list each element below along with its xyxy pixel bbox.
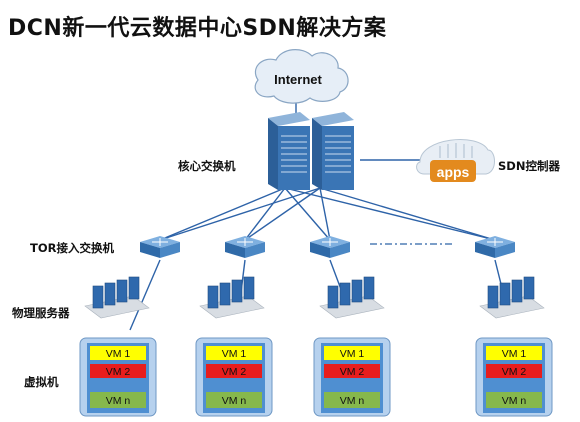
vm-block-1 [90,346,146,360]
vm-group [195,337,273,417]
controller-badge: apps [437,164,470,180]
link-core-tor [319,187,331,241]
vm-group [313,337,391,417]
tor-switch-icon [225,236,265,258]
vm-label: VM 1 [106,348,131,360]
tor-switch-label: TOR接入交换机 [30,241,114,255]
vm-block-1 [206,346,262,360]
tor-switch-icon [475,236,515,258]
vm-block-n [324,392,380,408]
vm-block-2 [324,364,380,378]
vm-group [475,337,553,417]
server-group-icon [479,276,545,319]
vm-label: VM 1 [502,348,527,360]
link-tor-server [129,259,161,331]
server-group-icon [84,276,150,319]
server-group-icon [319,276,385,319]
link-core-tor [284,187,331,241]
vm-label: VM 2 [106,366,131,378]
core-switch-label: 核心交换机 [178,159,236,173]
vm-label: VM 2 [502,366,527,378]
link-core-tor [244,187,286,241]
vm-label: VM 1 [340,348,365,360]
core-switch-icon [312,112,354,190]
vm-block-2 [206,364,262,378]
vm-group-label: 虚拟机 [24,375,59,389]
server-label: 物理服务器 [12,306,70,320]
vm-block-n [486,392,542,408]
vm-label: VM n [106,395,131,407]
server-group-icon [199,276,265,319]
vm-label: VM 2 [222,366,247,378]
vm-block-1 [324,346,380,360]
vm-block-n [90,392,146,408]
link-core-tor [244,187,321,241]
link-core-tor [319,187,496,241]
link-core-tor [159,187,321,241]
tor-switch-icon [310,236,350,258]
vm-label: VM 2 [340,366,365,378]
tor-switch-icon [140,236,180,258]
vm-label: VM n [502,395,527,407]
vm-block-n [206,392,262,408]
link-core-tor [159,187,286,241]
internet-cloud-icon [254,49,349,104]
vm-label: VM n [340,395,365,407]
vm-block-1 [486,346,542,360]
page-title: DCN新一代云数据中心SDN解决方案 [8,16,387,41]
vm-label: VM n [222,395,247,407]
core-switch-icon [268,112,310,190]
vm-label: VM 1 [222,348,247,360]
sdn-controller-icon [416,139,495,182]
cloud-label: Internet [274,72,322,87]
vm-block-2 [90,364,146,378]
vm-block-2 [486,364,542,378]
controller-label: SDN控制器 [498,159,560,173]
link-core-tor [284,187,496,241]
vm-group [79,337,157,417]
